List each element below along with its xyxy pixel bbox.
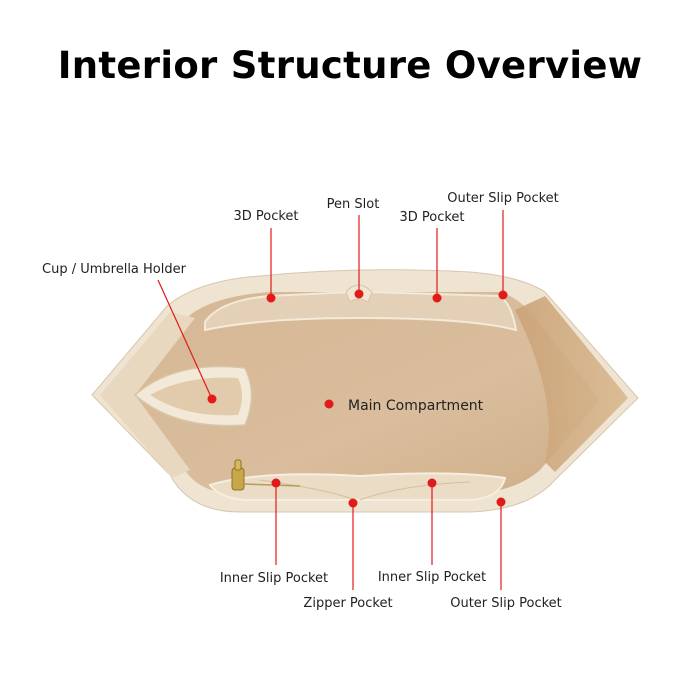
label-main-compartment: Main Compartment bbox=[348, 398, 484, 414]
organizer-body bbox=[91, 269, 639, 513]
marker-3d-pocket-right bbox=[432, 293, 442, 303]
marker-zipper bbox=[348, 498, 358, 508]
inner-slip-seam-right bbox=[359, 481, 471, 501]
cup-holder-inner bbox=[150, 377, 242, 416]
bottom-pocket-strip bbox=[208, 472, 507, 501]
marker-outer-slip-top bbox=[498, 290, 508, 300]
callouts bbox=[157, 210, 508, 590]
label-cup-holder: Cup / Umbrella Holder bbox=[42, 262, 187, 277]
marker-outer-slip-bottom bbox=[496, 497, 506, 507]
label-inner-slip-right: Inner Slip Pocket bbox=[378, 570, 486, 585]
labels: 3D Pocket Pen Slot 3D Pocket Outer Slip … bbox=[42, 191, 562, 611]
right-wall bbox=[515, 296, 628, 472]
label-pen-slot: Pen Slot bbox=[327, 197, 380, 212]
left-wall bbox=[100, 312, 195, 478]
label-outer-slip-bottom: Outer Slip Pocket bbox=[450, 596, 562, 611]
marker-inner-slip-left bbox=[271, 478, 281, 488]
label-3d-pocket-left: 3D Pocket bbox=[233, 209, 298, 224]
label-zipper-pocket: Zipper Pocket bbox=[303, 596, 392, 611]
marker-pen-slot bbox=[354, 289, 364, 299]
marker-inner-slip-right bbox=[427, 478, 437, 488]
marker-main bbox=[324, 399, 334, 409]
label-3d-pocket-right: 3D Pocket bbox=[399, 210, 464, 225]
leader-cup-holder bbox=[157, 279, 213, 400]
label-outer-slip-top: Outer Slip Pocket bbox=[447, 191, 559, 206]
page-title: Interior Structure Overview bbox=[57, 44, 643, 87]
inner-floor bbox=[122, 292, 600, 494]
label-inner-slip-left: Inner Slip Pocket bbox=[220, 571, 328, 586]
marker-cup-holder bbox=[207, 394, 217, 404]
marker-3d-pocket-left bbox=[266, 293, 276, 303]
